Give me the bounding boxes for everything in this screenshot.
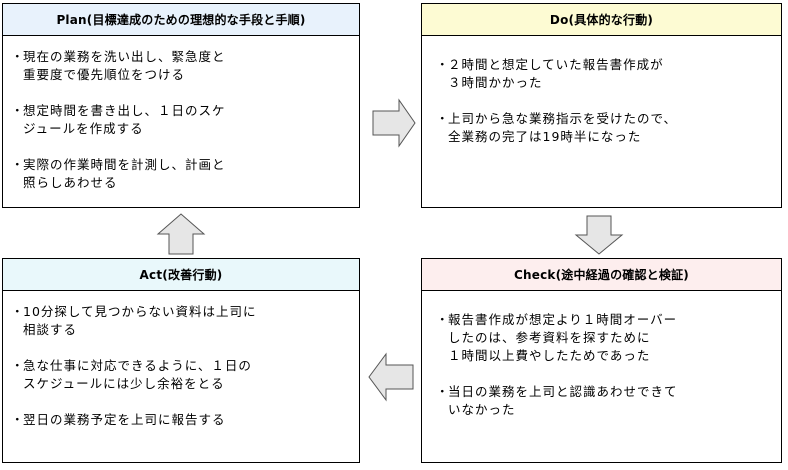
- plan-item: ・想定時間を書き出し、１日のスケジュールを作成する: [11, 102, 347, 138]
- bullet: ・: [436, 384, 450, 399]
- plan-item: ・実際の作業時間を計測し、計画と照らしあわせる: [11, 156, 347, 192]
- arrow-right-icon: [372, 98, 416, 148]
- act-item: ・10分探して見つからない資料は上司に相談する: [11, 303, 347, 339]
- act-title: Act(改善行動): [3, 259, 359, 291]
- bullet: ・: [11, 103, 25, 118]
- check-item-text: 当日の業務を上司と認識あわせできていなかった: [448, 384, 678, 417]
- act-item: ・翌日の業務予定を上司に報告する: [11, 411, 347, 429]
- arrow-up-icon: [156, 213, 206, 255]
- bullet: ・: [436, 312, 450, 327]
- plan-item-text: 現在の業務を洗い出し、緊急度と重要度で優先順位をつける: [23, 49, 226, 82]
- plan-item: ・現在の業務を洗い出し、緊急度と重要度で優先順位をつける: [11, 48, 347, 84]
- act-item-text: 急な仕事に対応できるように、１日のスケジュールには少し余裕をとる: [23, 358, 252, 391]
- arrow-down-icon: [574, 215, 624, 255]
- plan-item-text: 実際の作業時間を計測し、計画と照らしあわせる: [23, 157, 226, 190]
- act-body: ・10分探して見つからない資料は上司に相談する ・急な仕事に対応できるように、１…: [3, 291, 359, 429]
- bullet: ・: [11, 304, 25, 319]
- bullet: ・: [11, 412, 25, 427]
- do-item-text: 上司から急な業務指示を受けたので、全業務の完了は19時半になった: [448, 111, 678, 144]
- check-title: Check(途中経過の確認と検証): [422, 259, 781, 291]
- bullet: ・: [11, 49, 25, 64]
- bullet: ・: [11, 358, 25, 373]
- bullet: ・: [11, 157, 25, 172]
- check-box: Check(途中経過の確認と検証) ・報告書作成が想定より１時間オーバーしたのは…: [421, 258, 782, 463]
- plan-body: ・現在の業務を洗い出し、緊急度と重要度で優先順位をつける ・想定時間を書き出し、…: [3, 36, 359, 192]
- check-item: ・当日の業務を上司と認識あわせできていなかった: [436, 383, 769, 419]
- plan-title: Plan(目標達成のための理想的な手段と手順): [3, 4, 359, 36]
- act-item-text: 10分探して見つからない資料は上司に相談する: [23, 304, 257, 337]
- act-box: Act(改善行動) ・10分探して見つからない資料は上司に相談する ・急な仕事に…: [2, 258, 360, 463]
- plan-item-text: 想定時間を書き出し、１日のスケジュールを作成する: [23, 103, 226, 136]
- plan-box: Plan(目標達成のための理想的な手段と手順) ・現在の業務を洗い出し、緊急度と…: [2, 3, 360, 208]
- act-item-text: 翌日の業務予定を上司に報告する: [23, 412, 226, 427]
- act-item: ・急な仕事に対応できるように、１日のスケジュールには少し余裕をとる: [11, 357, 347, 393]
- do-item: ・上司から急な業務指示を受けたので、全業務の完了は19時半になった: [436, 110, 769, 146]
- bullet: ・: [436, 57, 450, 72]
- arrow-left-icon: [368, 352, 414, 402]
- do-title: Do(具体的な行動): [422, 4, 781, 36]
- bullet: ・: [436, 111, 450, 126]
